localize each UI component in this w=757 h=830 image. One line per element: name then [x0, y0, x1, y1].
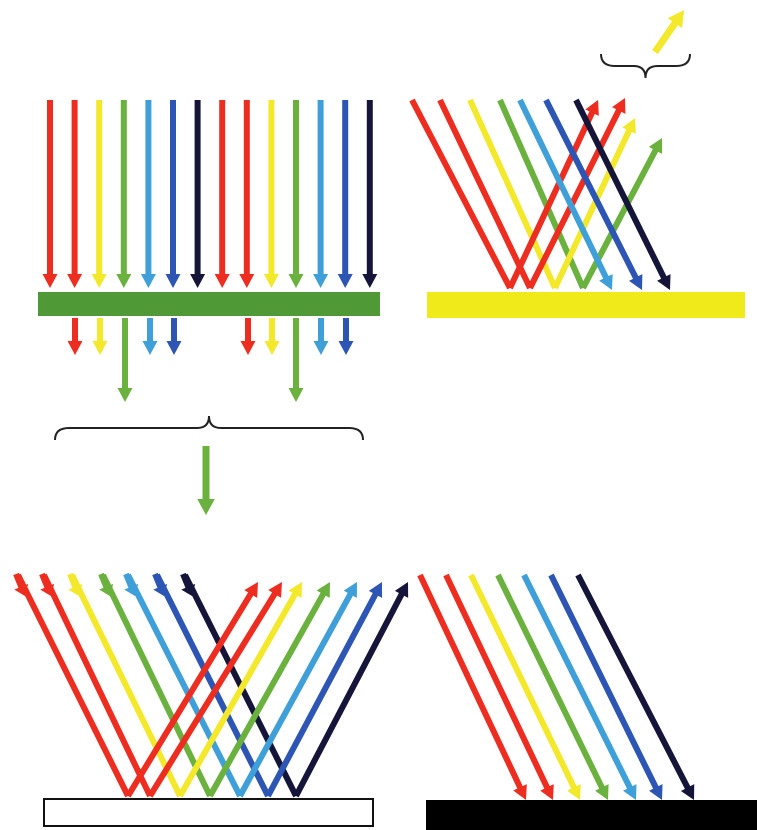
transmitted-ray-red [241, 318, 256, 355]
absorbed-ray-yellow-shaft [471, 575, 574, 788]
absorbed-ray-red [420, 575, 527, 800]
incident-ray-red-head [67, 274, 82, 288]
incident-ray-lightblue [141, 100, 156, 288]
incident-ray-green [289, 100, 304, 288]
absorbed-ray-black-shaft [578, 575, 688, 788]
reflected-ray-green-shaft [583, 150, 656, 288]
incident-ray-red-head [43, 274, 58, 288]
absorbed-ray-lightblue-shaft [524, 575, 630, 788]
incident-ray-red [67, 100, 82, 288]
reflected-brace [601, 54, 690, 78]
reflected-ray-black-shaft [296, 594, 402, 796]
incident-ray-blue [166, 100, 181, 288]
transmitted-ray-blue [167, 318, 182, 355]
incident-ray-black [190, 100, 205, 288]
transmitted-ray-red-head [68, 341, 83, 355]
transmitted-ray-yellow [265, 318, 280, 355]
absorbed-ray-green-shaft [498, 575, 602, 788]
black-surface-bar [426, 800, 757, 830]
incident-ray-green [116, 100, 131, 288]
transmitted-ray-green-head [289, 388, 304, 402]
transmitted-brace [55, 416, 363, 440]
absorbed-ray-red-shaft [420, 575, 520, 788]
incident-ray-red-head [239, 274, 254, 288]
panel-green-filter [38, 292, 380, 316]
green-filter-bar [38, 292, 380, 316]
incident-ray-blue-head [338, 274, 353, 288]
transmitted-ray-lightblue-head [143, 341, 158, 355]
absorbed-ray-blue [551, 575, 663, 800]
perceived-yellow-arrow [655, 10, 684, 52]
incident-ray-red [18, 575, 128, 796]
transmitted-ray-yellow-head [93, 341, 108, 355]
incident-ray-red [43, 100, 58, 288]
reflected-ray-red-shaft [128, 593, 251, 796]
incident-ray-yellow [72, 575, 180, 796]
transmitted-ray-green-head [118, 388, 133, 402]
absorbed-ray-lightblue [524, 575, 636, 800]
absorbed-ray-red-shaft [446, 575, 547, 788]
white-surface-bar [44, 799, 373, 826]
incident-ray-black-head [190, 274, 205, 288]
perceived-green-arrow [197, 446, 215, 515]
incident-ray-blue [338, 100, 353, 288]
incident-ray-lightblue [313, 100, 328, 288]
transmitted-ray-blue-head [167, 341, 182, 355]
incident-ray-yellow [92, 100, 107, 288]
yellow-surface-bar [427, 292, 745, 318]
incident-ray-black-head [362, 274, 377, 288]
absorbed-ray-yellow [471, 575, 581, 800]
perceived-green-arrow-head [197, 499, 215, 515]
transmitted-ray-blue-head [339, 341, 354, 355]
incident-ray-red-head [215, 274, 230, 288]
transmitted-ray-red [68, 318, 83, 355]
perceived-yellow-arrow-shaft [655, 22, 675, 52]
reflected-ray-blue-shaft [268, 593, 376, 796]
transmitted-ray-green [289, 318, 304, 402]
transmitted-ray-lightblue-head [314, 341, 329, 355]
incident-ray-red [44, 575, 150, 796]
transmitted-ray-lightblue [143, 318, 158, 355]
reflected-ray-green-shaft [210, 593, 324, 796]
incident-ray-green-head [289, 274, 304, 288]
transmitted-ray-yellow-head [265, 341, 280, 355]
transmitted-ray-lightblue [314, 318, 329, 355]
absorbed-ray-black [576, 100, 671, 290]
transmitted-ray-green [118, 318, 133, 402]
absorbed-ray-black [578, 575, 694, 800]
incident-ray-red [412, 100, 510, 288]
incident-ray-yellow-head [92, 274, 107, 288]
absorbed-ray-blue-shaft [551, 575, 656, 788]
transmitted-ray-blue [339, 318, 354, 355]
absorbed-ray-green [498, 575, 609, 800]
incident-ray-lightblue-head [141, 274, 156, 288]
reflected-ray-red [150, 582, 282, 796]
incident-ray-red [239, 100, 254, 288]
incident-ray-yellow [264, 100, 279, 288]
incident-ray-green-head [116, 274, 131, 288]
reflected-ray-lightblue [240, 582, 357, 796]
incident-ray-black [362, 100, 377, 288]
transmitted-ray-red-head [241, 341, 256, 355]
reflected-ray-red-shaft [510, 112, 592, 288]
incident-ray-red [215, 100, 230, 288]
incident-ray-yellow-head [264, 274, 279, 288]
incident-ray-blue-head [166, 274, 181, 288]
transmitted-ray-yellow [93, 318, 108, 355]
reflected-ray-red [510, 100, 599, 288]
incident-ray-lightblue-head [313, 274, 328, 288]
